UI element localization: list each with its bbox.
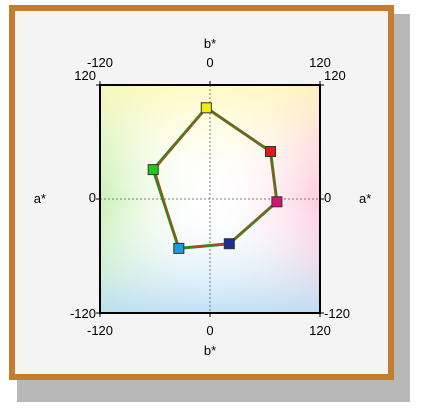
- axis-label-bottom: b*: [204, 343, 216, 358]
- right-tick-label-center: 0: [324, 190, 331, 205]
- data-point-marker-5: [173, 242, 185, 254]
- axis-label-left: a*: [34, 191, 46, 206]
- top-tick-label-left: -120: [87, 55, 113, 70]
- data-point-marker-3: [271, 196, 283, 208]
- right-tick-label-bottom: -120: [324, 306, 350, 321]
- left-tick-label-top: 120: [74, 68, 96, 83]
- axis-ticks: [96, 81, 324, 317]
- right-tick-label-top: 120: [324, 68, 346, 83]
- axis-label-top: b*: [204, 36, 216, 51]
- bottom-tick-label-right: 120: [309, 323, 331, 338]
- data-point-marker-4: [223, 238, 235, 250]
- left-tick-label-center: 0: [89, 190, 96, 205]
- bottom-tick-label-left: -120: [87, 323, 113, 338]
- top-tick-label-center: 0: [206, 55, 213, 70]
- plot-area: [99, 84, 321, 314]
- markers-layer: [147, 102, 283, 254]
- data-point-marker-2: [265, 146, 276, 157]
- bottom-tick-label-center: 0: [206, 323, 213, 338]
- data-point-marker-6: [147, 164, 159, 176]
- data-point-marker-1: [200, 102, 212, 114]
- axis-label-right: a*: [359, 191, 371, 206]
- top-tick-label-right: 120: [309, 55, 331, 70]
- left-tick-label-bottom: -120: [70, 306, 96, 321]
